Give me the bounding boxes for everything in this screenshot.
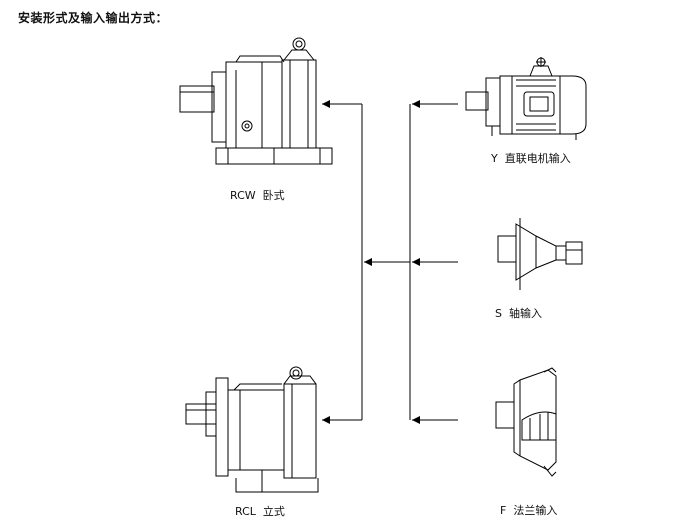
- s-shaft-input-icon: [497, 218, 583, 290]
- rcl-label: RCL 立式: [235, 505, 285, 518]
- rcw-label: RCW 卧式: [230, 189, 285, 202]
- rcl-vertical-reducer-icon: [185, 366, 319, 493]
- f-flange-input-icon: [495, 367, 557, 477]
- diagram-title: 安装形式及输入输出方式：: [18, 11, 169, 25]
- y-motor-input-icon: [465, 57, 587, 140]
- y-input-label: Y 直联电机输入: [491, 152, 571, 165]
- s-input-label: S 轴输入: [495, 307, 542, 320]
- f-input-label: F 法兰输入: [500, 504, 558, 517]
- connector-lines: [322, 100, 458, 424]
- rcw-horizontal-reducer-icon: [179, 37, 333, 165]
